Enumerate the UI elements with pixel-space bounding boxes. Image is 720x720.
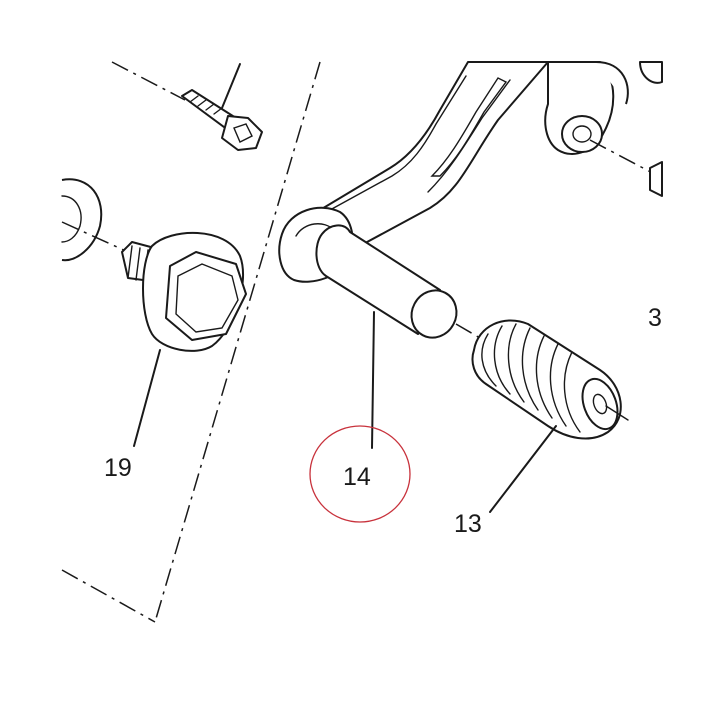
part-14-pin xyxy=(278,206,481,449)
part-19-flange-nut xyxy=(61,178,247,447)
bolt-top-left xyxy=(111,61,263,151)
part-19-leader-line xyxy=(133,349,161,447)
grip-body xyxy=(471,319,622,440)
part-13-rubber-grip xyxy=(471,319,629,513)
grip-axis-line xyxy=(605,405,629,421)
boundary-dashdot-line xyxy=(154,61,321,623)
highlight-circle xyxy=(309,425,411,523)
small-bolt-right xyxy=(649,161,663,197)
part-14-leader-line xyxy=(371,311,375,449)
label-part-19: 19 xyxy=(104,454,132,482)
pin-end xyxy=(410,289,458,339)
label-part-14: 14 xyxy=(343,463,371,491)
part-13-leader-line xyxy=(489,425,557,513)
bolt-axis-line xyxy=(111,61,186,101)
lever-arm xyxy=(289,61,663,249)
label-part-3: 3 xyxy=(648,304,662,332)
bolt-leader-line xyxy=(221,63,241,109)
boundary-dashdot-bottom xyxy=(61,569,156,623)
grip-end xyxy=(581,377,619,431)
pin-axis-line xyxy=(455,323,481,339)
label-part-13: 13 xyxy=(454,510,482,538)
